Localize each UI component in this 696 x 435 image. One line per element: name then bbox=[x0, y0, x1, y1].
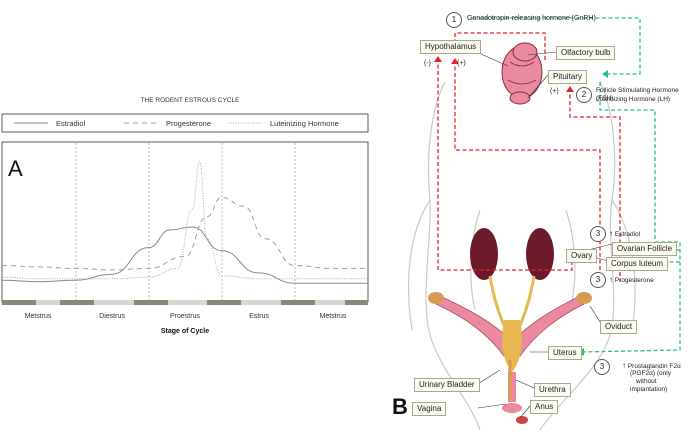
red-arrowheads bbox=[434, 56, 574, 92]
step-3-circle: 3 bbox=[590, 272, 606, 288]
lh-label: Luteinizing Hormone (LH) bbox=[596, 96, 671, 103]
legend-lh: Luteinizing Hormone bbox=[270, 119, 339, 128]
vagina-opening bbox=[502, 403, 522, 413]
step-3-circle: 3 bbox=[590, 226, 606, 242]
red-feedback-path bbox=[437, 32, 621, 282]
panel-letter-b: B bbox=[392, 394, 408, 419]
series-line-progesterone bbox=[1, 196, 368, 271]
vagina-label: Vagina bbox=[412, 402, 447, 416]
chart-title: THE RODENT ESTROUS CYCLE bbox=[141, 97, 241, 104]
estradiol-note: ↑ Estradiol bbox=[609, 229, 641, 239]
positive-feedback: (+) bbox=[550, 88, 559, 95]
stage-label: Metstrus bbox=[25, 313, 52, 320]
x-axis-title: Stage of Cycle bbox=[161, 328, 209, 335]
stage-label: Estrus bbox=[249, 313, 269, 320]
stage-label: Metstrus bbox=[320, 313, 347, 320]
urethra-label: Urethra bbox=[534, 383, 571, 397]
negative-feedback: (-) bbox=[424, 60, 431, 67]
series-line-estradiol bbox=[1, 226, 368, 284]
urinary-bladder-label: Urinary Bladder bbox=[414, 378, 480, 392]
right-ovary-icon bbox=[576, 292, 592, 304]
olfactory-bulb-label: Olfactory bulb bbox=[556, 46, 616, 60]
bladder-icon bbox=[502, 320, 522, 372]
pgf-note-line4: implantation) bbox=[630, 386, 668, 393]
plot-frame bbox=[1, 141, 369, 303]
step-3-circle: 3 bbox=[594, 359, 610, 375]
corpus-luteum-label: Corpus luteum bbox=[606, 257, 669, 271]
hypothalamus-label: Hypothalamus bbox=[420, 40, 482, 54]
oviduct-label: Oviduct bbox=[600, 320, 638, 334]
anus-label: Anus bbox=[530, 400, 559, 414]
ovary-label: Ovary bbox=[566, 249, 598, 263]
gnrh-label: Gonadotropin-releasing hormone (GnRH) bbox=[467, 15, 596, 22]
uterus-label: Uterus bbox=[548, 346, 582, 360]
pituitary-label: Pituitary bbox=[548, 70, 587, 84]
ovarian-follicle-label: Ovarian Follicle bbox=[612, 242, 678, 256]
step-2-circle: 2 bbox=[576, 87, 592, 103]
right-kidney-icon bbox=[526, 228, 554, 280]
series-line-luteinizing-hormone bbox=[1, 161, 368, 280]
left-ovary-icon bbox=[428, 292, 444, 304]
step-1-circle: 1 bbox=[446, 12, 462, 28]
brain-icon bbox=[501, 42, 543, 105]
positive-feedback: (+) bbox=[457, 60, 466, 67]
pgf-note: ↑ Prostaglandin F2α bbox=[622, 361, 681, 371]
stage-label: Proestrus bbox=[170, 313, 200, 320]
anus-icon bbox=[516, 416, 528, 424]
pgf-note-line2: (PGF2α) (only bbox=[630, 370, 671, 377]
progesterone-note: ↑ Progesterone bbox=[609, 275, 654, 285]
legend-box bbox=[1, 113, 369, 133]
estrous-cycle-chart: THE RODENT ESTROUS CYCLE Estradiol Proge… bbox=[1, 97, 369, 335]
legend-progesterone: Progesterone bbox=[166, 119, 211, 128]
panel-letter-a: A bbox=[8, 156, 23, 181]
fsh-label: Follicle Stimulating Hormone (FSH) bbox=[596, 87, 679, 102]
light-dark-bar bbox=[2, 300, 368, 305]
left-kidney-icon bbox=[470, 228, 498, 280]
pgf-note-line3: without bbox=[636, 378, 657, 385]
series-layer bbox=[1, 161, 368, 284]
stage-label: Diestrus bbox=[99, 313, 125, 320]
legend-estradiol: Estradiol bbox=[56, 119, 86, 128]
